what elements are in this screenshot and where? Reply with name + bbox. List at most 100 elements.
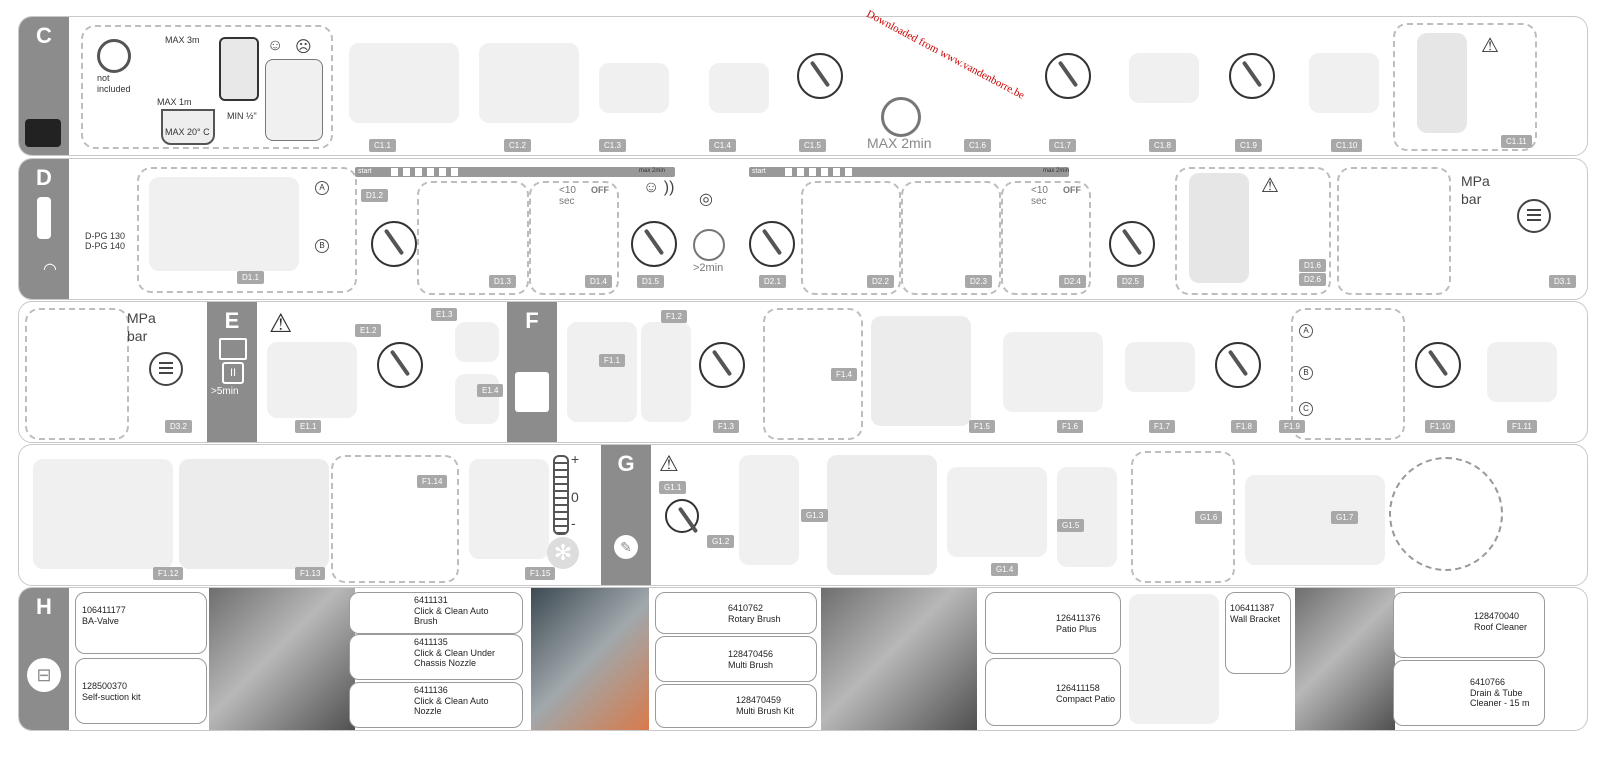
warning-triangle-icon: ⚠ [1481,35,1499,57]
c111-label: C1.11 [1501,135,1532,148]
d-bar-text: bar [1461,191,1482,207]
d11-label: D1.1 [237,271,264,284]
accessory-name: BA-Valve [82,616,119,626]
f16-label: F1.6 [1057,420,1084,433]
model-130-text: D-PG 130 [85,231,126,241]
accessory-name: Multi Brush Kit [736,706,795,716]
accessory-ba-valve: 106411177 BA-Valve [75,592,207,654]
c15-label: C1.5 [799,139,826,152]
accessory-name: Roof Cleaner [1474,622,1528,632]
f17-gun-illustration [1125,342,1195,392]
d-max-2min-label-2: max 2min [1043,168,1070,174]
gt-5min-text: >5min [211,386,239,397]
d16-warning-icon: ⚠ [1261,175,1279,197]
wifi-icon: ◠ [43,261,57,278]
d12-power-dial [371,221,417,267]
d13-panel [417,181,529,295]
section-c-row: C not included MAX 3m MAX 1m MAX 20° C M… [18,16,1588,156]
section-h-tab: H ⊟ [19,588,69,730]
section-c-letter: C [36,23,52,48]
e13-connector-illustration [455,322,499,362]
d21-label: D2.1 [759,275,786,288]
g16-label: G1.6 [1195,511,1223,524]
accessory-name: Rotary Brush [728,614,781,624]
d15-power-dial [631,221,677,267]
f13-power-dial [699,342,745,388]
no-sound-icon: ◎ [699,191,713,208]
pressure-adjust-icon [1517,199,1551,233]
gt-2min-text: >2min [693,262,724,274]
photo-patio-cleaning [821,588,977,730]
f15-user-illustration [871,316,971,426]
d23-panel [901,181,1001,295]
f110-label: F1.10 [1425,420,1456,433]
d32-panel [25,308,129,440]
thermometer-icon [553,455,569,535]
wrench-icon: ✎ [614,535,638,559]
accessory-code: 126411158 [1056,683,1100,693]
hose-coil-icon [97,39,131,73]
accessory-name: Wall Bracket [1230,614,1281,624]
g-warning-icon: ⚠ [659,451,679,476]
sad-face-icon: ☹ [295,39,312,56]
max-2min-text: MAX 2min [867,135,932,151]
f19-circle-c: C [1299,402,1313,416]
frost-icon: ✻ [547,537,579,569]
d31-panel [1337,167,1451,295]
f111-label: F1.11 [1507,420,1537,433]
d32-mpa-text: MPa [127,310,156,326]
timer-icon [693,229,725,261]
water-bucket-icon [161,109,215,145]
d14-less-10-sec: <10 sec [559,185,576,207]
c18-label: C1.8 [1149,139,1176,152]
d11-circle-b: B [315,239,329,253]
e11-gun-lock-illustration [267,342,357,418]
e12-power-dial [377,342,423,388]
f110-power-dial [1415,342,1461,388]
pressure-washer-icon [25,119,61,147]
accessory-auto-brush: 6411131 Click & Clean Auto Brush [349,592,523,634]
pause-icon: II [222,362,244,384]
c110-trigger-gun-illustration [1309,53,1379,113]
e14-label: E1.4 [477,384,504,397]
section-h-row: H ⊟ 106411177 BA-Valve 128500370 Self-su… [18,587,1588,731]
d14-label: D1.4 [585,275,612,288]
f113-hose-storage-illustration [179,459,329,569]
storage-icon [515,372,549,412]
d-start-label-2: start [752,168,766,175]
d32-pressure-adjust-icon [149,352,183,386]
accessory-code: 128470459 [736,695,782,705]
d11-panel [137,167,357,293]
f12-fittings-illustration [641,322,691,422]
c-setup-panel [81,25,333,149]
accessory-code: 106411177 [82,605,126,615]
accessory-code: 128500370 [82,681,128,691]
c111-operation-panel [1393,23,1537,151]
f19-label: F1.9 [1279,420,1306,433]
d15-label: D1.5 [637,275,664,288]
f19-circle-b: B [1299,366,1313,380]
thermo-minus: - [571,515,576,531]
min-hose-text: MIN ½" [227,111,257,121]
accessory-code: 128470040 [1474,611,1520,621]
d-progress-bar-1: start [355,167,675,177]
f113-label: F1.13 [295,567,326,580]
accessory-drain-tube-cleaner: 6410766 Drain & Tube Cleaner - 15 m [1393,660,1545,726]
d32-bar-text: bar [127,328,148,344]
d13-label: D1.3 [489,275,516,288]
c11-hose-connect-illustration [349,43,459,123]
d12-label: D1.2 [361,189,388,202]
accessory-rotary-brush: 6410762 Rotary Brush [655,592,817,634]
c16-label: C1.6 [964,139,991,152]
thermo-plus: + [571,451,580,467]
f14-panel [763,308,863,440]
f14-label: F1.4 [831,368,858,381]
g12-label: G1.2 [707,535,735,548]
accessory-name: Multi Brush [728,660,774,670]
g17-label: G1.7 [1331,511,1359,524]
e11-label: E1.1 [295,420,322,433]
d24-label: D2.4 [1059,275,1086,288]
c12-hose-connect-illustration [479,43,579,123]
section-e-letter: E [224,308,240,333]
c15-power-dial [797,53,843,99]
